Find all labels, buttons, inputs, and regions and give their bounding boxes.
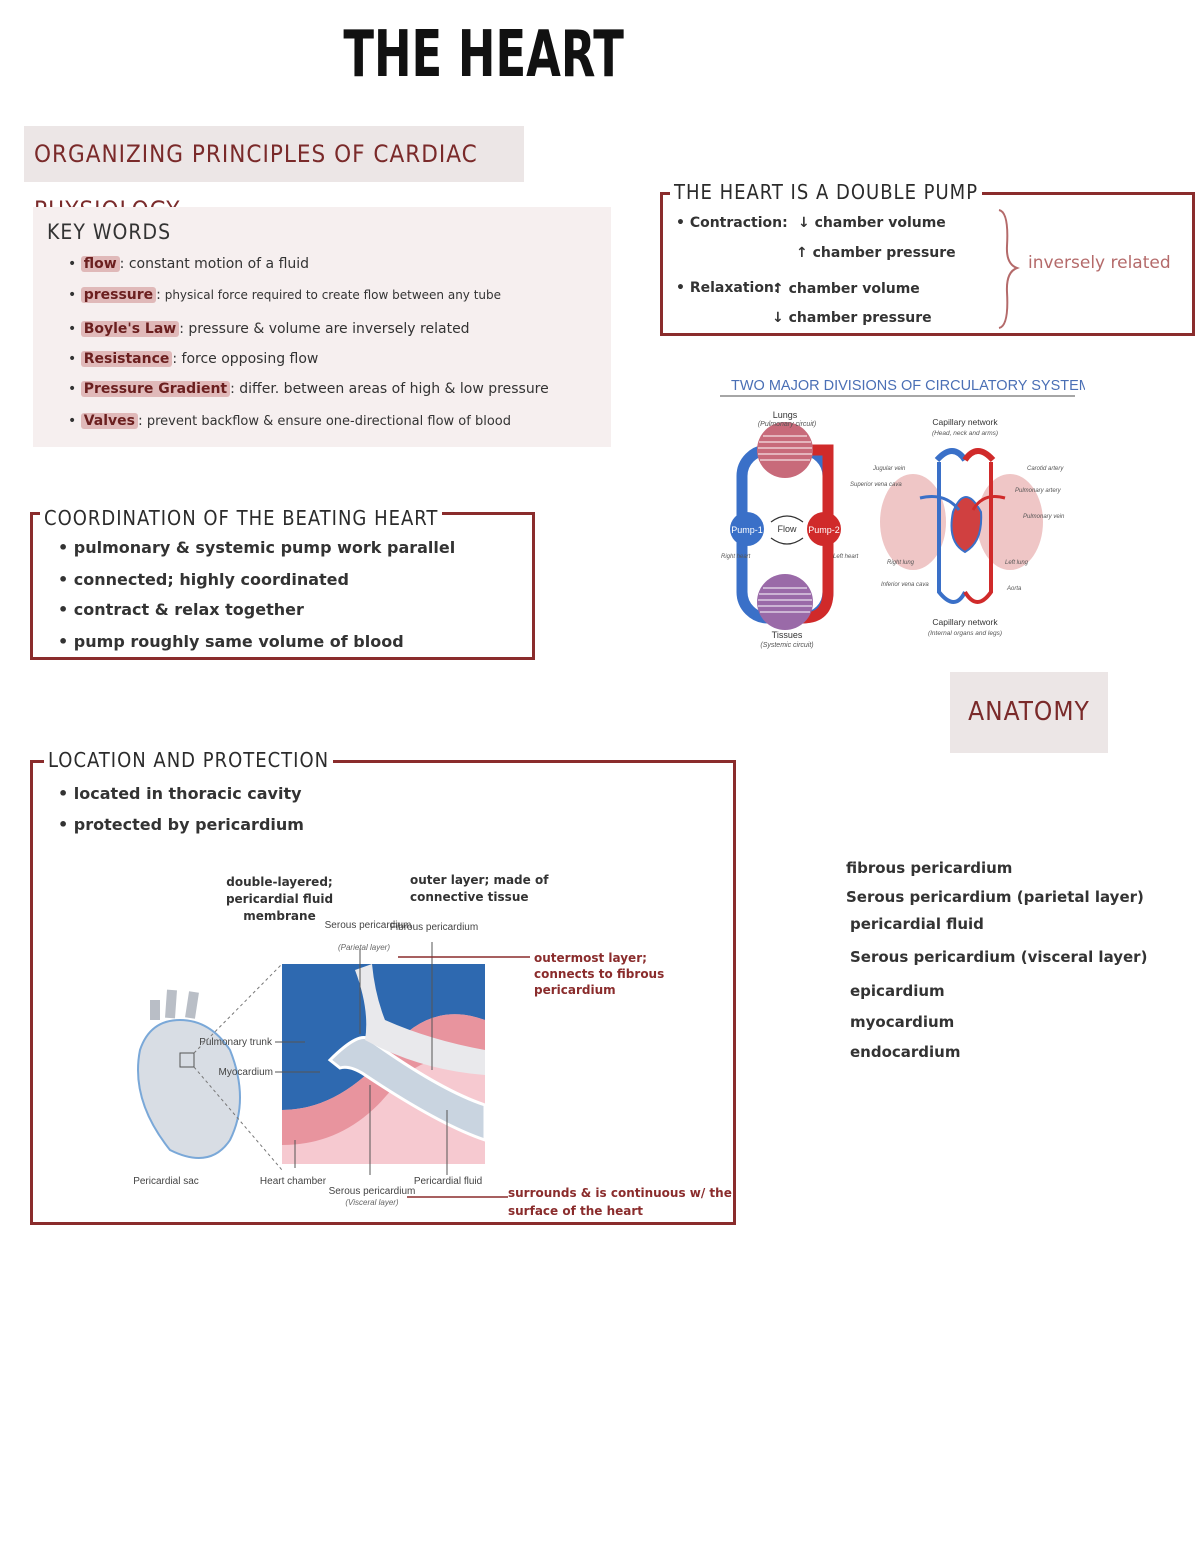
pulmonary-vein-label: Pulmonary vein	[1023, 514, 1065, 520]
key-word-definition: prevent backflow & ensure one-directiona…	[142, 414, 511, 429]
coordination-item: • contract & relax together	[58, 600, 304, 619]
note-outermost-layer: outermost layer; connects to fibrous per…	[534, 951, 665, 997]
key-word-definition: pressure & volume are inversely related	[183, 321, 470, 337]
right-lung-label: Right lung	[887, 560, 915, 566]
serous-visceral-label: Serous pericardium	[329, 1186, 416, 1197]
parietal-layer-label: (Parietal layer)	[338, 943, 390, 952]
anatomy-item: endocardium	[850, 1043, 961, 1061]
key-word-sep: :	[138, 413, 143, 429]
key-word-definition: differ. between areas of high & low pres…	[234, 381, 549, 397]
location-item: • protected by pericardium	[58, 815, 304, 834]
tissues-label: Tissues	[772, 630, 803, 640]
pulmonary-trunk-label: Pulmonary trunk	[199, 1037, 273, 1048]
left-heart-label: Left heart	[833, 554, 859, 560]
relaxation-volume: ↑ chamber volume	[772, 281, 920, 297]
key-word-item: • pressure: physical force required to c…	[68, 287, 502, 303]
section-header-organizing: ORGANIZING PRINCIPLES OF CARDIAC PHYSIOL…	[24, 126, 524, 224]
pump2-label: Pump-2	[808, 525, 840, 535]
circulatory-diagram: TWO MAJOR DIVISIONS OF CIRCULATORY SYSTE…	[720, 378, 1085, 649]
jugular-label: Jugular vein	[872, 466, 906, 472]
contraction-pressure: ↑ chamber pressure	[796, 245, 956, 261]
key-word-sep: :	[179, 321, 184, 337]
key-word-definition: constant motion of a fluid	[124, 256, 310, 272]
ivc-label: Inferior vena cava	[881, 582, 929, 588]
pulmonary-circuit-label: (Pulmonary circuit)	[758, 421, 816, 428]
capillary-bottom-sub: (Internal organs and legs)	[928, 630, 1002, 637]
anatomy-item: myocardium	[850, 1013, 955, 1031]
capillary-top-label: Capillary network	[932, 417, 998, 427]
aorta-label: Aorta	[1006, 586, 1022, 592]
anatomy-item: pericardial fluid	[850, 915, 984, 933]
key-word-sep: :	[119, 256, 125, 272]
capillary-bottom-label: Capillary network	[932, 617, 998, 627]
flow-label: Flow	[777, 524, 797, 534]
note-outer-layer: outer layer; made of connective tissue	[410, 873, 549, 904]
location-item: • located in thoracic cavity	[58, 784, 302, 803]
key-word-term: pressure	[80, 287, 157, 303]
coordination-item: • connected; highly coordinated	[58, 570, 349, 589]
pulmonary-artery-label: Pulmonary artery	[1015, 488, 1062, 494]
key-word-term: Resistance	[80, 351, 173, 367]
pericardium-diagram: Serous pericardium (Parietal layer) Fibr…	[133, 920, 530, 1207]
carotid-label: Carotid artery	[1027, 466, 1064, 472]
anatomy-item: Serous pericardium (visceral layer)	[850, 948, 1148, 966]
anatomy-header: ANATOMY	[950, 672, 1108, 753]
key-word-item: • Resistance: force opposing flow	[68, 351, 319, 367]
double-pump-title: THE HEART IS A DOUBLE PUMP	[670, 180, 983, 204]
key-word-term: Valves	[80, 413, 138, 429]
curly-brace-icon	[998, 209, 1020, 329]
anatomy-item: Serous pericardium (parietal layer)	[846, 888, 1144, 906]
myocardium-label: Myocardium	[219, 1067, 273, 1078]
key-word-item: • Valves: prevent backflow & ensure one-…	[68, 413, 511, 429]
pericardial-fluid-label: Pericardial fluid	[414, 1176, 482, 1187]
key-word-item: • flow: constant motion of a fluid	[68, 256, 310, 272]
key-word-term: flow	[80, 256, 120, 272]
key-word-term: Pressure Gradient	[80, 381, 231, 397]
key-word-item: • Pressure Gradient: differ. between are…	[68, 381, 549, 397]
key-word-definition: physical force required to create flow b…	[160, 288, 502, 302]
key-word-sep: :	[230, 381, 235, 397]
coordination-title: COORDINATION OF THE BEATING HEART	[40, 506, 443, 530]
key-word-definition: force opposing flow	[177, 351, 319, 367]
circulatory-title: TWO MAJOR DIVISIONS OF CIRCULATORY SYSTE…	[731, 378, 1085, 394]
key-word-item: • Boyle's Law: pressure & volume are inv…	[68, 321, 470, 337]
svc-label: Superior vena cava	[850, 482, 902, 488]
fibrous-pericardium-label: Fibrous pericardium	[390, 922, 478, 933]
note-surrounds: surrounds & is continuous w/ the surface…	[508, 1186, 732, 1218]
coordination-item: • pulmonary & systemic pump work paralle…	[58, 538, 456, 557]
key-word-sep: :	[172, 351, 178, 367]
page-title: THE HEART	[343, 18, 624, 92]
anatomy-item: fibrous pericardium	[846, 859, 1013, 877]
left-lung-label: Left lung	[1005, 560, 1029, 566]
visceral-layer-label: (Visceral layer)	[345, 1198, 399, 1207]
key-words-title: KEY WORDS	[47, 220, 172, 244]
coordination-item: • pump roughly same volume of blood	[58, 632, 404, 651]
pericardial-sac-label: Pericardial sac	[133, 1176, 199, 1187]
systemic-circuit-label: (Systemic circuit)	[760, 642, 813, 649]
lungs-label: Lungs	[773, 410, 798, 420]
serous-parietal-label: Serous pericardium	[325, 920, 412, 931]
capillary-top-sub: (Head, neck and arms)	[932, 430, 998, 437]
contraction-label: • Contraction:	[676, 215, 788, 231]
relaxation-pressure: ↓ chamber pressure	[772, 310, 932, 326]
inversely-related-note: inversely related	[1028, 253, 1171, 273]
anatomy-item: epicardium	[850, 982, 945, 1000]
contraction-volume: ↓ chamber volume	[798, 215, 946, 231]
key-word-term: Boyle's Law	[80, 321, 180, 337]
heart-chamber-label: Heart chamber	[260, 1176, 327, 1187]
note-double-layered: double-layered; pericardial fluid membra…	[225, 875, 334, 923]
pump1-label: Pump-1	[731, 525, 763, 535]
relaxation-label: • Relaxation:	[676, 280, 780, 296]
key-word-sep: :	[156, 287, 161, 303]
right-heart-label: Right heart	[721, 554, 751, 560]
location-frame	[30, 760, 736, 1225]
location-title: LOCATION AND PROTECTION	[44, 748, 334, 772]
